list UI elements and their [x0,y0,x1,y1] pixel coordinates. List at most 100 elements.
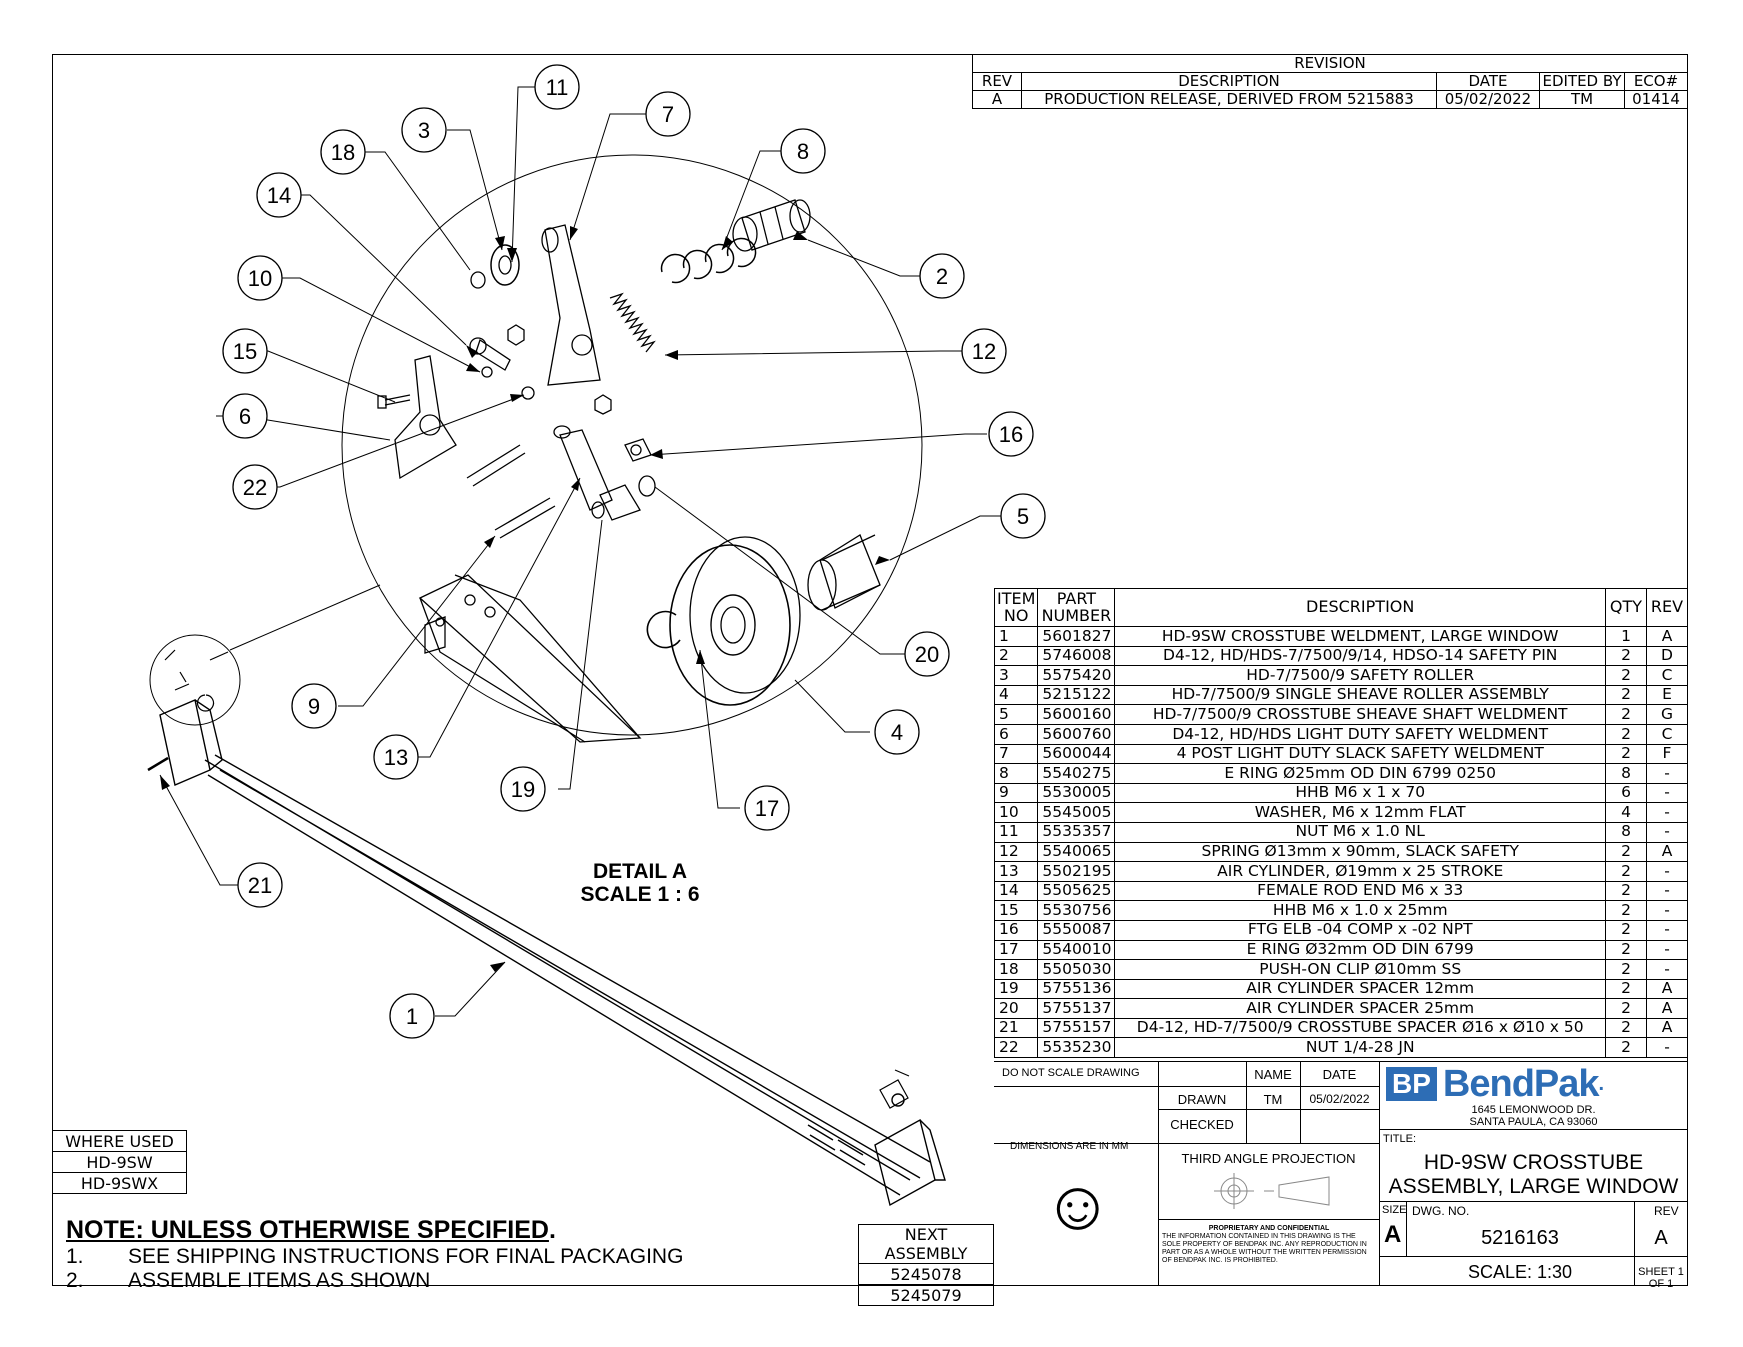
date-header: DATE [1322,1067,1357,1082]
sheet-value: SHEET 1 OF 1 [1638,1266,1684,1290]
where-used-table: WHERE USED HD-9SW HD-9SWX [52,1130,187,1194]
bom-item-no: 10 [993,802,1039,823]
bom-rev: C [1646,665,1688,686]
balloon-label: 4 [891,720,903,745]
bom-qty: 2 [1605,880,1647,902]
drawing-title: HD-9SW CROSSTUBE ASSEMBLY, LARGE WINDOW [1379,1151,1688,1199]
note-text: ASSEMBLE ITEMS AS SHOWN [128,1269,431,1292]
bendpak-logo: BP BendPak . [1386,1063,1605,1105]
bom-header-qty: QTY [1605,588,1647,627]
bom-qty: 2 [1605,1037,1647,1059]
do-not-scale: DO NOT SCALE DRAWING [1002,1067,1140,1079]
bom-description: HD-9SW CROSSTUBE WELDMENT, LARGE WINDOW [1114,626,1606,647]
bom-rev: - [1646,763,1688,784]
bom-description: 4 POST LIGHT DUTY SLACK SAFETY WELDMENT [1114,743,1606,765]
balloon-label: 3 [418,118,430,143]
balloon-label: 17 [755,796,779,821]
balloon-21 [237,862,283,908]
title-line: HD-9SW CROSSTUBE [1423,1151,1644,1174]
rev-header: DATE [1436,72,1540,91]
detail-callout-circle [149,634,241,726]
bom-item-no: 1 [993,626,1039,647]
note-item: 1.SEE SHIPPING INSTRUCTIONS FOR FINAL PA… [66,1245,826,1269]
bom-item-no: 16 [993,919,1039,941]
bom-rev: - [1646,939,1688,961]
bom-description: D4-12, HD/HDS-7/7500/9/14, HDSO-14 SAFET… [1114,645,1606,667]
proprietary-notice: PROPRIETARY AND CONFIDENTIAL THE INFORMA… [1162,1225,1376,1265]
bom-part-number: 5505625 [1037,880,1116,902]
bom-part-number: 5600160 [1037,704,1116,725]
balloon-label: 11 [546,75,569,100]
bom-item-no: 8 [993,763,1039,784]
bom-description: HD-7/7500/9 SAFETY ROLLER [1114,665,1606,686]
detail-label: DETAIL A SCALE 1 : 6 [560,860,720,906]
balloon-label: 2 [936,264,948,289]
bom-part-number: 5755137 [1037,998,1116,1019]
bom-item-no: 13 [993,861,1039,882]
bom-description: D4-12, HD-7/7500/9 CROSSTUBE SPACER Ø16 … [1114,1017,1606,1039]
bom-rev: C [1646,723,1688,745]
note-number: 2. [66,1269,84,1292]
title-block: DO NOT SCALE DRAWING NAME DATE DRAWN TM … [994,1061,1688,1290]
balloon-label: 19 [511,777,535,802]
rev-cell: TM [1539,90,1625,109]
bom-item-no: 3 [993,665,1039,686]
rev-label: REV [1654,1204,1679,1218]
bom-item-no: 22 [993,1037,1039,1059]
bom-qty: 2 [1605,1017,1647,1039]
bom-item-no: 20 [993,998,1039,1019]
bom-rev: F [1646,743,1688,765]
logo-mark: BP [1386,1067,1437,1101]
bom-part-number: 5535230 [1037,1037,1116,1059]
rev-header: EDITED BY [1539,72,1625,91]
balloon-label: 7 [662,102,674,127]
balloon-label: 20 [915,642,939,667]
dwg-no-value: 5216163 [1481,1227,1559,1249]
bom-part-number: 5600760 [1037,723,1116,745]
bom-qty: 2 [1605,919,1647,941]
balloon-label: 14 [267,183,291,208]
rev-header: REV [972,72,1022,91]
notes: NOTE: UNLESS OTHERWISE SPECIFIED. 1.SEE … [66,1216,826,1293]
proprietary-title: PROPRIETARY AND CONFIDENTIAL [1208,1225,1330,1232]
leader-arrowheads [160,226,890,972]
balloon-label: 8 [797,139,809,164]
bom-part-number: 5550087 [1037,919,1116,941]
bom-qty: 2 [1605,939,1647,961]
bom-qty: 8 [1605,821,1647,843]
bom-part-number: 5540065 [1037,841,1116,863]
bom-description: FEMALE ROD END M6 x 33 [1114,880,1606,902]
bom-rev: D [1646,645,1688,667]
bom-part-number: 5746008 [1037,645,1116,667]
drawn-label: DRAWN [1177,1092,1227,1107]
bom-header-part: PART NUMBER [1037,588,1116,627]
bom-rev: G [1646,704,1688,725]
bom-rev: - [1646,782,1688,804]
balloon-14 [256,172,302,218]
balloon-15 [222,328,268,374]
crosstube-main-view [147,699,946,1207]
item-balloons [222,64,1046,1039]
bom-header-description: DESCRIPTION [1114,588,1606,627]
bom-description: D4-12, HD/HDS LIGHT DUTY SAFETY WELDMENT [1114,723,1606,745]
balloon-17 [744,785,790,831]
balloon-label: 10 [248,266,272,291]
balloon-6 [222,393,268,439]
balloon-12 [961,328,1007,374]
logo-dot: . [1598,1072,1605,1095]
detail-circle [341,154,923,736]
balloon-8 [780,128,826,174]
bom-part-number: 5215122 [1037,684,1116,706]
scale-value: SCALE: 1:30 [1467,1262,1573,1282]
bom-description: HHB M6 x 1.0 x 25mm [1114,900,1606,921]
